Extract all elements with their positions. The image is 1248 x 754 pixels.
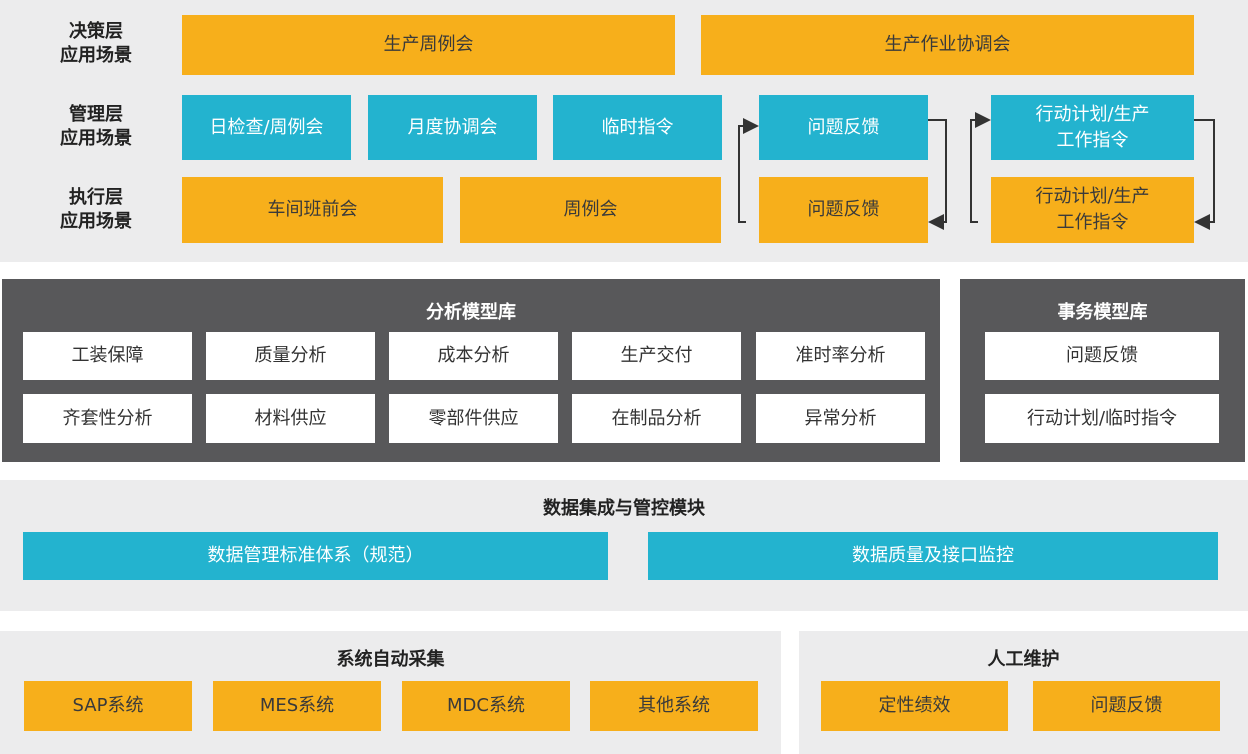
management-box-action-plan: 行动计划/生产 工作指令 xyxy=(991,95,1194,160)
analysis-item: 零部件供应 xyxy=(389,394,558,443)
management-box-issue-feedback: 问题反馈 xyxy=(759,95,928,160)
management-box-monthly-coordination: 月度协调会 xyxy=(368,95,537,160)
analysis-item: 生产交付 xyxy=(572,332,741,380)
loop-arrow-down-left xyxy=(928,119,947,230)
source-system-box: MES系统 xyxy=(213,681,381,731)
management-box-temporary-instruction: 临时指令 xyxy=(553,95,722,160)
manual-item-box: 问题反馈 xyxy=(1033,681,1220,731)
loop-arrow-up-right xyxy=(970,112,991,223)
manual-item-box: 定性绩效 xyxy=(821,681,1008,731)
transaction-model-library-title: 事务模型库 xyxy=(1057,302,1148,323)
analysis-item: 在制品分析 xyxy=(572,394,741,443)
analysis-item: 异常分析 xyxy=(756,394,925,443)
data-integration-title: 数据集成与管控模块 xyxy=(543,498,705,519)
source-system-box: SAP系统 xyxy=(24,681,192,731)
auto-collection-title: 系统自动采集 xyxy=(336,649,445,670)
analysis-item: 质量分析 xyxy=(206,332,375,380)
feedback-loop-arrows xyxy=(738,112,1215,230)
transaction-item: 行动计划/临时指令 xyxy=(985,394,1219,443)
data-quality-monitoring-box: 数据质量及接口监控 xyxy=(648,532,1218,580)
decision-box-production-coordination: 生产作业协调会 xyxy=(701,15,1194,75)
data-standards-box: 数据管理标准体系（规范） xyxy=(23,532,608,580)
source-system-box: MDC系统 xyxy=(402,681,570,731)
analysis-item: 材料供应 xyxy=(206,394,375,443)
loop-arrow-down-right xyxy=(1194,119,1215,230)
decision-box-weekly-production-meeting: 生产周例会 xyxy=(182,15,675,75)
manual-maintenance-title: 人工维护 xyxy=(987,649,1060,670)
decision-layer-label: 决策层 应用场景 xyxy=(60,21,132,66)
management-box-daily-check: 日检查/周例会 xyxy=(182,95,351,160)
execution-box-action-plan: 行动计划/生产 工作指令 xyxy=(991,177,1194,243)
transaction-item: 问题反馈 xyxy=(985,332,1219,380)
execution-box-shift-meeting: 车间班前会 xyxy=(182,177,443,243)
analysis-item: 齐套性分析 xyxy=(23,394,192,443)
execution-layer-label: 执行层 应用场景 xyxy=(60,187,132,232)
source-system-box: 其他系统 xyxy=(590,681,758,731)
analysis-item: 成本分析 xyxy=(389,332,558,380)
analysis-item: 准时率分析 xyxy=(756,332,925,380)
management-layer-label: 管理层 应用场景 xyxy=(60,104,132,149)
loop-arrow-up-left xyxy=(738,118,759,223)
analysis-model-library-title: 分析模型库 xyxy=(426,302,516,323)
analysis-item: 工装保障 xyxy=(23,332,192,380)
execution-box-weekly-meeting: 周例会 xyxy=(460,177,721,243)
execution-box-issue-feedback: 问题反馈 xyxy=(759,177,928,243)
